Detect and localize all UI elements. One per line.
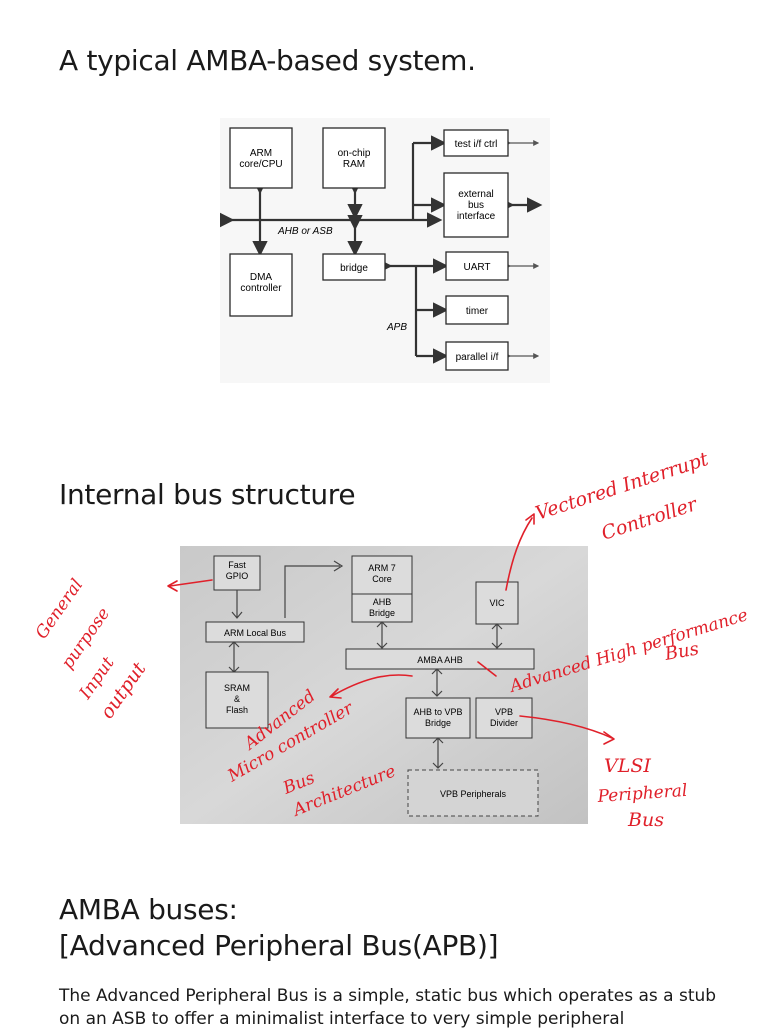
svg-text:core/CPU: core/CPU	[239, 159, 282, 170]
dma-label-1: DMA	[250, 272, 273, 283]
ahb-bridge-label-1: AHB	[373, 597, 392, 607]
ram-label-1: on-chip	[338, 148, 371, 159]
arm7-label-2: Core	[372, 574, 392, 584]
ahb-bridge-label-2: Bridge	[369, 608, 395, 618]
sram-label-2: &	[234, 694, 240, 704]
ebi-label-3: interface	[457, 211, 496, 222]
gpio-label-1: Fast	[228, 560, 246, 570]
vic-label: VIC	[489, 598, 505, 608]
sram-label-3: Flash	[226, 705, 248, 715]
arm-cpu-label-2: core/CPU	[239, 159, 282, 170]
arm-cpu-label-1: ARM	[250, 148, 272, 159]
vpb-divider-label-2: Divider	[490, 718, 518, 728]
apb-label: APB	[386, 322, 407, 333]
timer-label: timer	[466, 306, 489, 317]
ahb-note-line-1: Advanced High performance	[506, 605, 751, 697]
parallel-label: parallel i/f	[456, 352, 499, 363]
handwritten-annotations: Vectored Interrupt Controller General pu…	[32, 448, 751, 831]
svg-text:ARM: ARM	[250, 148, 272, 159]
local-bus-label: ARM Local Bus	[224, 628, 287, 638]
internal-bus-diagram: Fast GPIO ARM 7 Core AHB Bridge VIC ARM …	[180, 546, 588, 824]
test-ctrl-label: test i/f ctrl	[455, 139, 498, 150]
arm7-label-1: ARM 7	[368, 563, 396, 573]
sram-label-1: SRAM	[224, 683, 250, 693]
slide-heading-amba-system: A typical AMBA-based system.	[59, 44, 476, 77]
vlsi-note-line-3: Bus	[627, 809, 664, 831]
amba-ahb-label: AMBA AHB	[417, 655, 463, 665]
heading-line-2: [Advanced Peripheral Bus(APB)]	[59, 929, 499, 962]
ahb-vpb-label-2: Bridge	[425, 718, 451, 728]
vlsi-note-line-2: Peripheral	[596, 781, 688, 807]
amba-system-diagram: ARM core/CPU on-chip RAM test i/f ctrl e…	[220, 118, 550, 383]
ebi-label-1: external	[458, 189, 494, 200]
ahb-vpb-label-1: AHB to VPB	[413, 707, 462, 717]
gpio-label-2: GPIO	[226, 571, 249, 581]
apb-description-paragraph: The Advanced Peripheral Bus is a simple,…	[59, 986, 717, 1029]
ebi-label-2: bus	[468, 200, 484, 211]
vpb-peripherals-label: VPB Peripherals	[440, 789, 507, 799]
ahb-asb-label: AHB or ASB	[277, 226, 333, 237]
uart-label: UART	[463, 262, 490, 273]
ram-label-2: RAM	[343, 159, 365, 170]
slide-heading-internal-bus: Internal bus structure	[59, 478, 356, 511]
vpb-divider-label-1: VPB	[495, 707, 513, 717]
slide-heading-amba-buses: AMBA buses: [Advanced Peripheral Bus(APB…	[59, 892, 499, 964]
bridge-label: bridge	[340, 263, 368, 274]
heading-line-1: AMBA buses:	[59, 893, 238, 926]
dma-label-2: controller	[240, 283, 282, 294]
vlsi-note-line-1: VLSI	[604, 755, 651, 777]
